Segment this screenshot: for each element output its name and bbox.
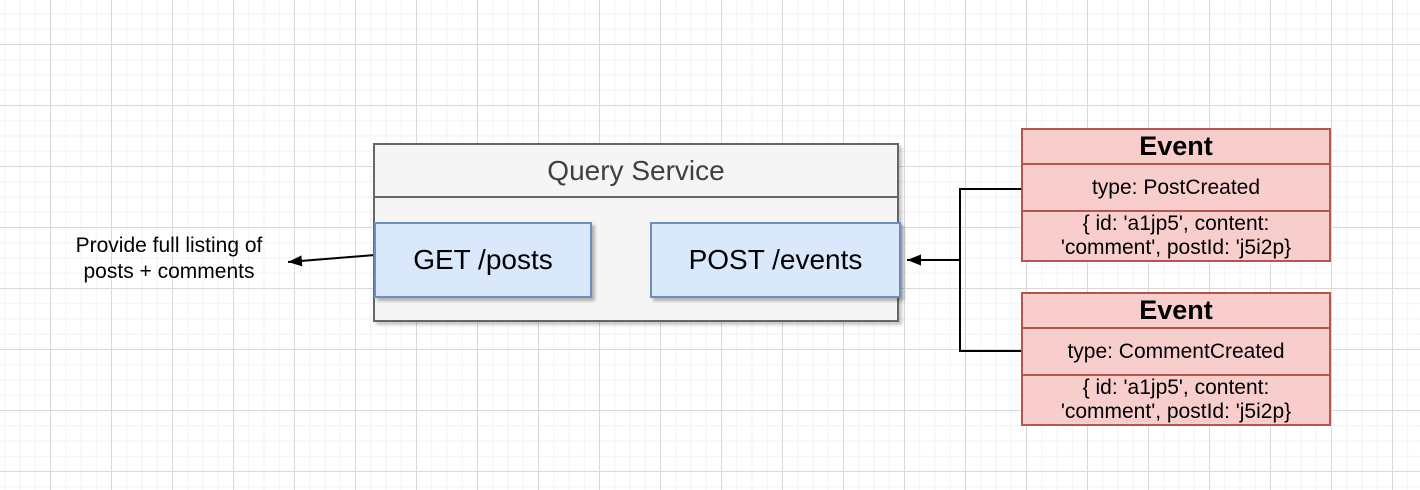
endpoint-get-posts: GET /posts — [374, 222, 592, 298]
endpoint-post-events: POST /events — [650, 222, 901, 298]
event-payload: { id: 'a1jp5', content: 'comment', postI… — [1023, 376, 1329, 424]
endpoint-get-posts-label: GET /posts — [413, 244, 553, 275]
event-payload-line1: { id: 'a1jp5', content: — [1082, 376, 1270, 399]
annotation-provide-listing: Provide full listing of posts + comments — [38, 233, 300, 285]
annotation-line2: posts + comments — [83, 260, 255, 283]
event-box-post-created: Event type: PostCreated { id: 'a1jp5', c… — [1021, 128, 1331, 262]
event-title: Event — [1023, 130, 1329, 165]
event-payload-line2: 'comment', postId: 'j5i2p} — [1060, 236, 1292, 259]
event-box-comment-created: Event type: CommentCreated { id: 'a1jp5'… — [1021, 292, 1331, 426]
annotation-arrow — [287, 254, 376, 267]
event-payload: { id: 'a1jp5', content: 'comment', postI… — [1023, 212, 1329, 260]
events-bracket-connector — [959, 188, 1022, 352]
endpoint-post-events-label: POST /events — [688, 244, 863, 275]
event-type: type: PostCreated — [1023, 165, 1329, 212]
event-title: Event — [1023, 294, 1329, 329]
event-payload-line1: { id: 'a1jp5', content: — [1082, 212, 1270, 235]
annotation-line1: Provide full listing of — [75, 234, 263, 257]
event-payload-line2: 'comment', postId: 'j5i2p} — [1060, 400, 1292, 423]
event-type: type: CommentCreated — [1023, 329, 1329, 376]
query-service-title: Query Service — [375, 145, 897, 198]
